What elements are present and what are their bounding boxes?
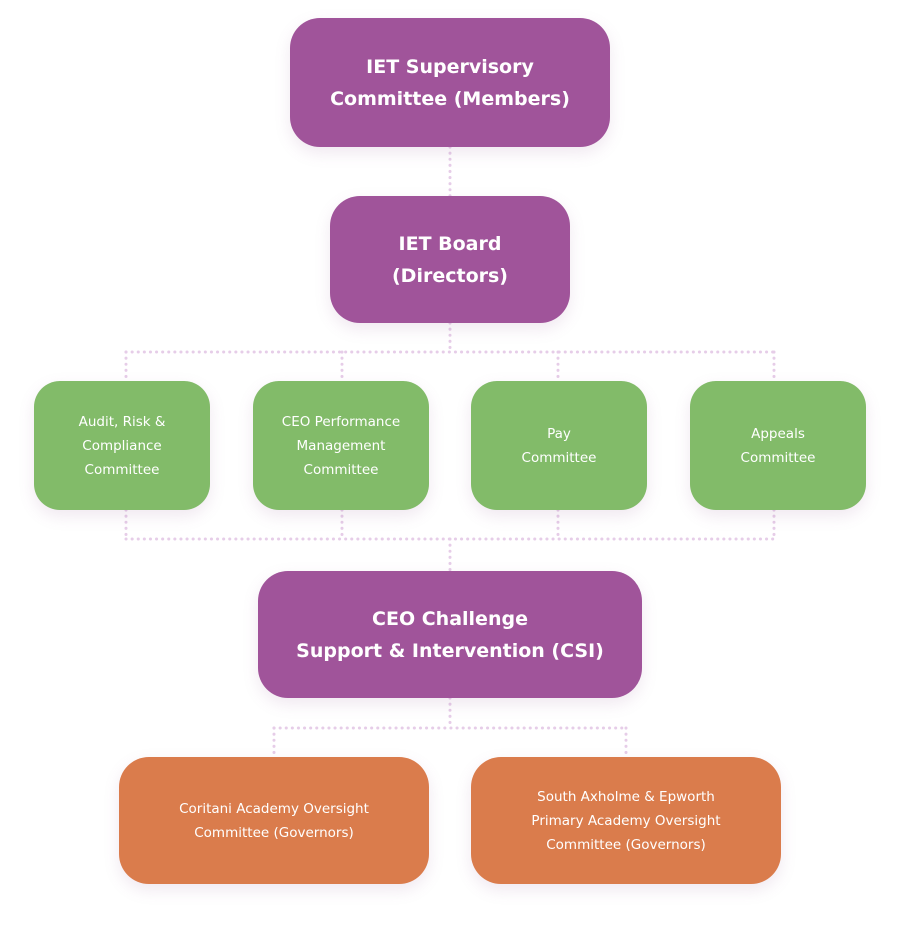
oversight-label-line: Coritani Academy Oversight: [179, 800, 369, 817]
supervisory-committee-box: IET Supervisory Committee (Members): [290, 18, 610, 147]
pay-committee-box: Pay Committee: [471, 381, 647, 510]
oversight-label-line: Primary Academy Oversight: [531, 812, 721, 829]
appeals-committee-box: Appeals Committee: [690, 381, 866, 510]
ceo-performance-committee-box: CEO Performance Management Committee: [253, 381, 429, 510]
committee-label-line: Committee: [521, 449, 597, 466]
ceo-csi-line1: CEO Challenge: [372, 607, 528, 630]
committee-label-line: Appeals: [751, 425, 805, 442]
supervisory-committee-line2: Committee (Members): [330, 87, 570, 110]
board-box: IET Board (Directors): [330, 196, 570, 323]
ceo-csi-box: CEO Challenge Support & Intervention (CS…: [258, 571, 642, 698]
committee-label-line: CEO Performance: [281, 413, 401, 430]
board-line2: (Directors): [392, 264, 508, 287]
board-line1: IET Board: [398, 232, 502, 255]
coritani-oversight-box: Coritani Academy Oversight Committee (Go…: [119, 757, 429, 884]
committee-label-line: Audit, Risk &: [78, 413, 166, 430]
south-axholme-oversight-box: South Axholme & Epworth Primary Academy …: [471, 757, 781, 884]
committee-label-line: Compliance: [82, 437, 162, 454]
supervisory-committee-line1: IET Supervisory: [366, 55, 534, 78]
oversight-label-line: Committee (Governors): [546, 836, 706, 853]
committee-label-line: Pay: [547, 425, 571, 442]
committee-label-line: Committee: [740, 449, 816, 466]
committee-label-line: Management: [296, 437, 386, 454]
oversight-label-line: South Axholme & Epworth: [537, 788, 715, 805]
oversight-label-line: Committee (Governors): [194, 824, 354, 841]
committee-label-line: Committee: [303, 461, 379, 478]
committee-label-line: Committee: [84, 461, 160, 478]
ceo-csi-line2: Support & Intervention (CSI): [296, 639, 604, 662]
audit-risk-committee-box: Audit, Risk & Compliance Committee: [34, 381, 210, 510]
